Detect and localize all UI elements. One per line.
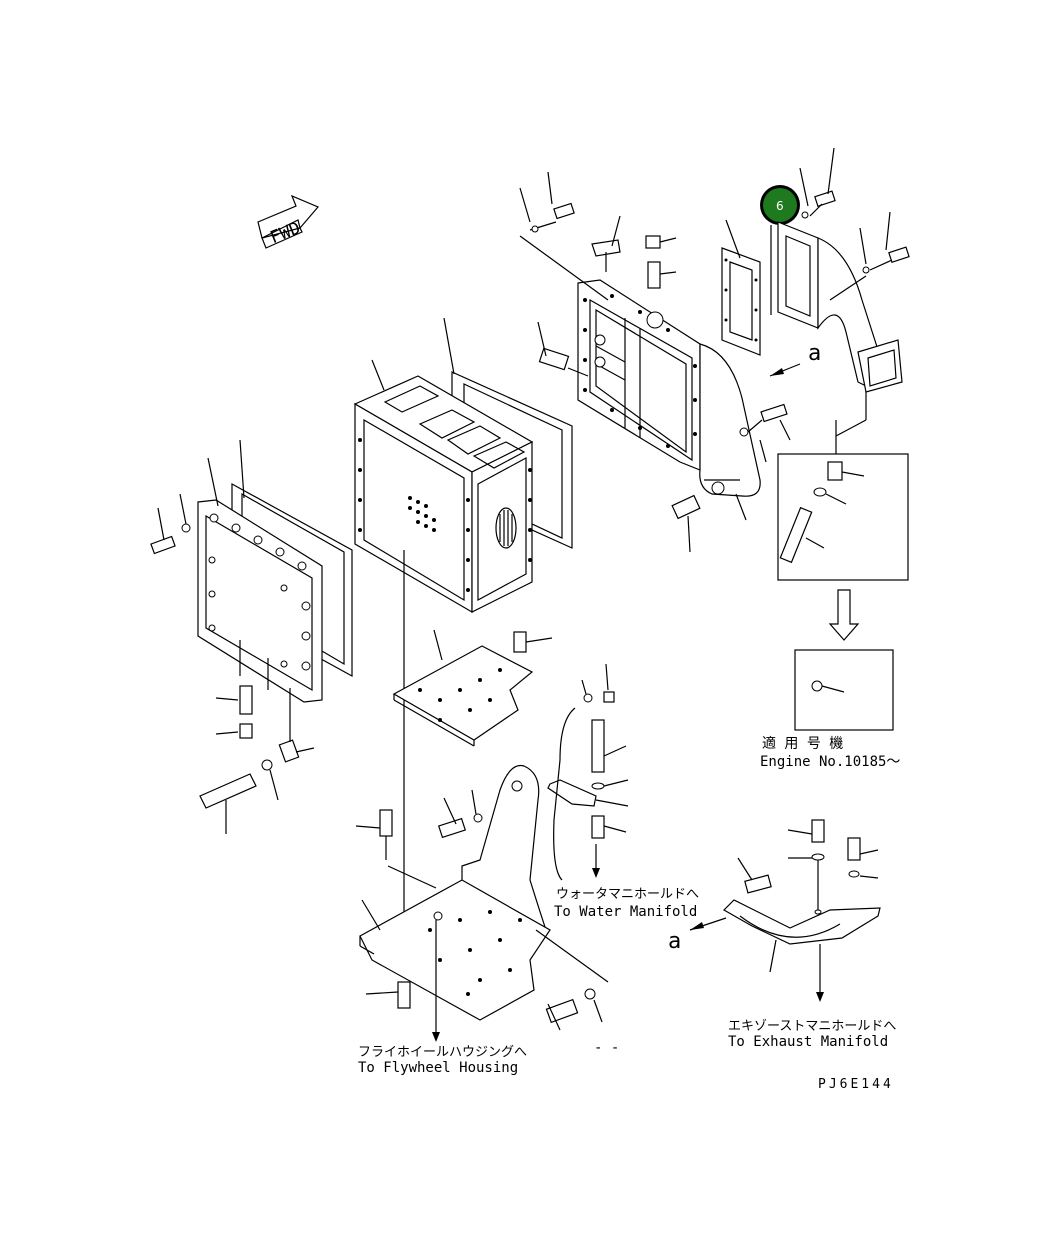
water-manifold-link <box>547 663 629 881</box>
detail-box-upper <box>777 419 909 581</box>
exhaust-manifold-jp: エキゾーストマニホールドへ <box>728 1019 896 1034</box>
fittings-upper <box>537 215 791 553</box>
water-manifold-en: To Water Manifold <box>554 904 697 920</box>
marker-a-lower: a <box>668 929 681 954</box>
left-cover-plate <box>197 439 353 703</box>
main-bracket <box>355 764 609 1042</box>
drawing-code: PJ6E144 <box>818 1077 894 1092</box>
bolt-group-upper <box>519 147 910 301</box>
outlet-elbow <box>777 221 903 420</box>
applicable-en: Engine No.10185～ <box>760 754 900 770</box>
detail-box-lower <box>794 649 894 731</box>
exhaust-bracket <box>689 819 881 1002</box>
marker-a-upper: a <box>808 341 821 366</box>
mounting-plate <box>392 629 553 747</box>
down-arrow-icon <box>828 589 860 641</box>
dash-mark: - - <box>594 1040 619 1056</box>
exhaust-manifold-en: To Exhaust Manifold <box>728 1034 888 1050</box>
cover-plate-assembly <box>577 279 761 497</box>
gasket-small <box>721 219 761 356</box>
flywheel-housing-jp: フライホイールハウジングへ <box>358 1045 527 1060</box>
flywheel-housing-en: To Flywheel Housing <box>358 1060 518 1076</box>
callout-number: 6 <box>776 199 784 213</box>
fwd-label: FWD <box>267 218 303 248</box>
applicable-jp: 適 用 号 機 <box>762 735 843 752</box>
face-dot-grid <box>408 496 436 532</box>
fwd-arrow-icon: FWD <box>257 194 319 249</box>
water-manifold-jp: ウォータマニホールドへ <box>556 887 699 902</box>
left-small-parts <box>150 493 315 834</box>
cooler-case <box>353 317 573 960</box>
callout-6[interactable]: 6 <box>760 185 800 315</box>
section-marker-a-upper: a <box>769 341 821 377</box>
